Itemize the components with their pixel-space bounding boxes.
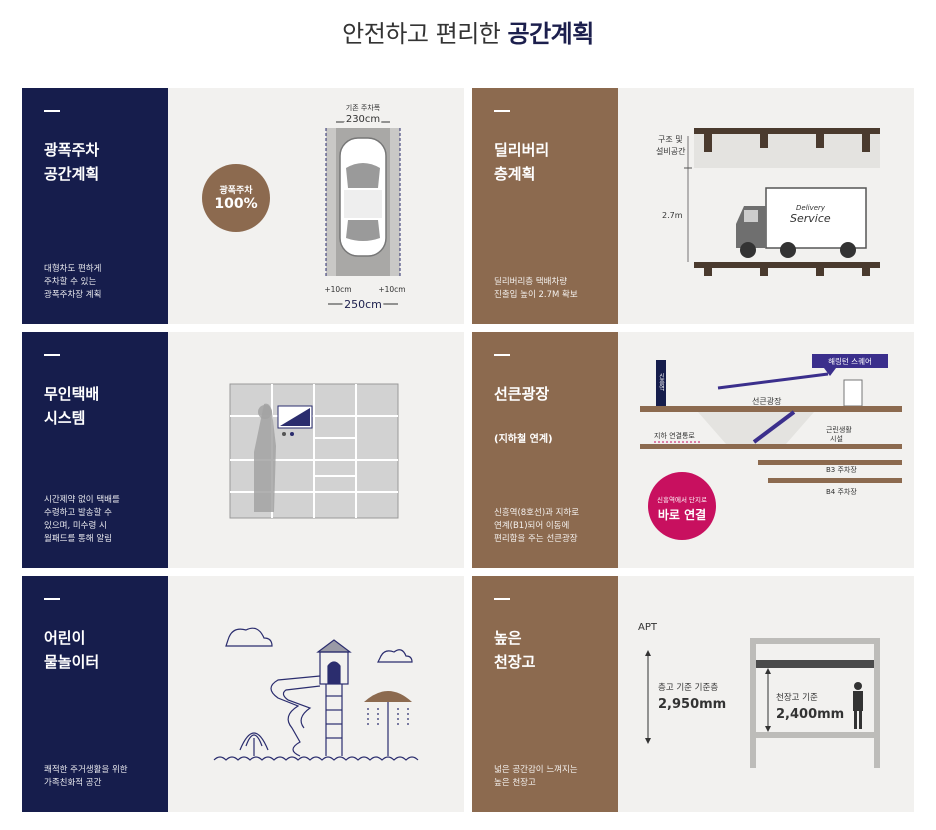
car-icon [339, 137, 387, 257]
parking-illustration: 기존 주차폭 230cm +10cm +10cm 250cm 광폭주차 100% [168, 88, 464, 324]
fountain-icon [239, 732, 269, 756]
card-subheading: (지하철 연계) [494, 434, 553, 445]
plaza-label: 선큰광장 [752, 396, 782, 406]
dash-mark [494, 598, 510, 600]
struct-label: 구조 및 [658, 134, 683, 144]
floor-height-label: 층고 기준 기준층 [658, 683, 718, 693]
wide-parking-badge: 광폭주차 100% [202, 164, 270, 232]
b3-label: B3 주차장 [826, 465, 857, 474]
locker-illustration [168, 332, 464, 568]
height-label: 2.7m [662, 211, 683, 220]
station-vertical-label: 신흥역 [658, 372, 665, 392]
svg-text:시설: 시설 [830, 435, 843, 443]
ceiling-height-label: 천장고 기준 [776, 692, 818, 703]
dim-top-label: 기존 주차폭 [346, 103, 381, 112]
dim-left: +10cm [324, 285, 351, 294]
truck-text-1: Delivery [796, 204, 826, 212]
dim-bottom-value: 250cm [344, 298, 382, 311]
page-title: 안전하고 편리한 공간계획 [342, 20, 594, 48]
station-label: 해링턴 스퀘어 [828, 356, 872, 366]
slide-tower-icon [270, 639, 352, 757]
facility-label: 근린생활 [826, 425, 852, 434]
tunnel-label: 지하 연결통로 [654, 431, 695, 440]
cloud-icon [377, 649, 413, 663]
ceiling-height-value: 2,400mm [776, 707, 844, 722]
delivery-illustration: 구조 및 설비공간 2.7m Delivery Service [618, 88, 914, 324]
cloud-icon [225, 627, 273, 647]
person-icon [853, 682, 863, 729]
ceiling-illustration: APT 층고 기준 기준층 2,950mm 천장고 기준 2,400mm [618, 576, 914, 812]
card-heading: 선큰광장 [494, 385, 550, 403]
dash-mark [44, 598, 60, 600]
sunken-plaza-illustration: 신흥역 해링턴 스퀘어 선큰광장 지하 연결통로 근린생활 시설 B3 주차장 … [618, 332, 914, 568]
direct-link-badge: 신흥역에서 단지로 바로 연결 [648, 472, 716, 540]
truck-text-2: Service [790, 212, 831, 225]
dash-mark [494, 110, 510, 112]
dash-mark [44, 354, 60, 356]
dash-mark [44, 110, 60, 112]
parcel-locker-icon [229, 383, 399, 519]
floor-height-value: 2,950mm [658, 697, 726, 712]
umbrella-icon [364, 691, 412, 756]
b4-label: B4 주차장 [826, 487, 857, 496]
delivery-truck-icon: Delivery Service [736, 187, 867, 258]
playground-illustration [168, 576, 464, 812]
dash-mark [494, 354, 510, 356]
dim-top-value: 230cm [346, 114, 380, 125]
dim-right: +10cm [378, 285, 405, 294]
svg-text:설비공간: 설비공간 [656, 146, 686, 156]
apt-label: APT [638, 622, 658, 633]
